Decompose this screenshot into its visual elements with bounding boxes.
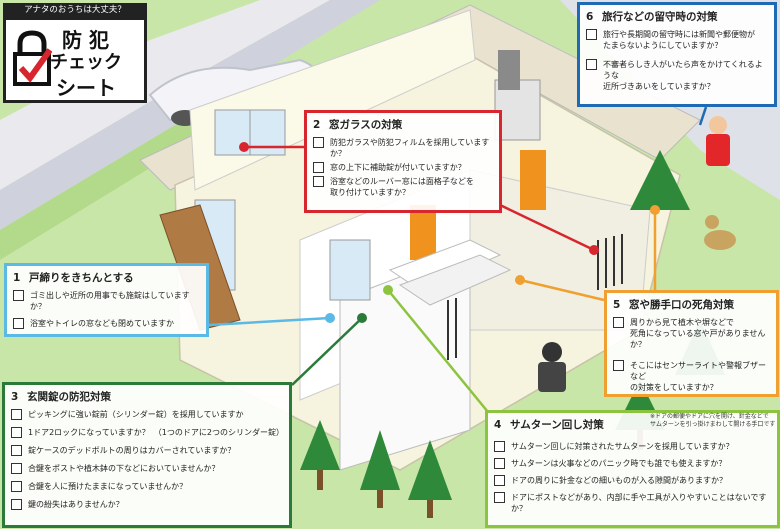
logo-line-1: 防 犯 xyxy=(62,28,109,52)
padlock-check-icon xyxy=(13,30,52,86)
checkbox[interactable] xyxy=(13,318,24,329)
checklist-item: ゴミ出しや近所の用事でも施錠はしていますか？ xyxy=(13,290,200,312)
logo-body: 防 犯 チェック シート xyxy=(3,17,147,103)
checklist-item: そこにはセンサーライトや警報ブザーなど の対策をしていますか？ xyxy=(613,360,770,393)
checkbox[interactable] xyxy=(494,458,505,469)
checkbox[interactable] xyxy=(586,29,597,40)
crime-prevention-logo: アナタのおうちは大丈夫？ 防 犯 チェック シート xyxy=(3,3,147,103)
checklist-item: サムターンは火事などのパニック時でも誰でも使えますか？ xyxy=(494,458,771,469)
checkbox[interactable] xyxy=(586,59,597,70)
checklist-item: 不審者らしき人がいたら声をかけてくれるような 近所づきあいをしていますか？ xyxy=(586,59,768,92)
checkbox[interactable] xyxy=(613,317,624,328)
checkbox[interactable] xyxy=(494,492,505,503)
checklist-item: ピッキングに強い錠前（シリンダー錠）を採用していますか xyxy=(11,409,283,420)
checklist-item: 1ドア2ロックになっていますか？ （1つのドアに2つのシリンダー錠） xyxy=(11,427,284,438)
logo-line-2: チェック xyxy=(50,52,122,73)
checklist-item: ドアの周りに針金などの細いものが入る隙間がありますか？ xyxy=(494,475,771,486)
checklist-item: 合鍵を人に預けたままになっていませんか？ xyxy=(11,481,283,492)
logo-tagline: アナタのおうちは大丈夫？ xyxy=(3,3,147,17)
checkbox[interactable] xyxy=(494,475,505,486)
checkbox[interactable] xyxy=(11,463,22,474)
checkbox[interactable] xyxy=(13,290,24,301)
checklist-item: 錠ケースのデッドボルトの周りはカバーされていますか？ xyxy=(11,445,283,456)
checkbox[interactable] xyxy=(313,176,324,187)
checkbox[interactable] xyxy=(11,481,22,492)
checklist-item: 鍵の紛失はありませんか？ xyxy=(11,499,283,510)
checklist-item: 窓の上下に補助錠が付いていますか？ xyxy=(313,162,493,173)
thumbturn-note: ※ドアの郵便やドアに穴を開け、針金などで サムターンを引っ掛けまわして開ける手口… xyxy=(650,413,776,428)
checklist-item: 浴室などのルーバー窓には面格子などを 取り付けていますか？ xyxy=(313,176,493,198)
checkbox[interactable] xyxy=(11,499,22,510)
checkbox[interactable] xyxy=(11,409,22,420)
checklist-item: 浴室やトイレの窓なども閉めていますか xyxy=(13,318,200,329)
checkbox[interactable] xyxy=(11,445,22,456)
checklist-item: 周りから見て植木や塀などで 死角になっている窓や戸がありませんか？ xyxy=(613,317,770,350)
checklist-item: 旅行や長期間の留守時には新聞や郵便物が たまらないようにしていますか？ xyxy=(586,29,768,51)
checklist-item: ドアにポストなどがあり、内部に手や工具が入りやすいことはないですか？ xyxy=(494,492,771,514)
checkbox[interactable] xyxy=(313,162,324,173)
checkbox[interactable] xyxy=(494,441,505,452)
checklist-item: サムターン回しに対策されたサムターンを採用していますか？ xyxy=(494,441,771,452)
checklist-item: 合鍵をポストや植木鉢の下などにおいていませんか？ xyxy=(11,463,283,474)
logo-line-3: シート xyxy=(56,76,116,100)
checkbox[interactable] xyxy=(313,137,324,148)
checkbox[interactable] xyxy=(613,360,624,371)
checklist-item: 防犯ガラスや防犯フィルムを採用していますか？ xyxy=(313,137,493,159)
checkbox[interactable] xyxy=(11,427,22,438)
